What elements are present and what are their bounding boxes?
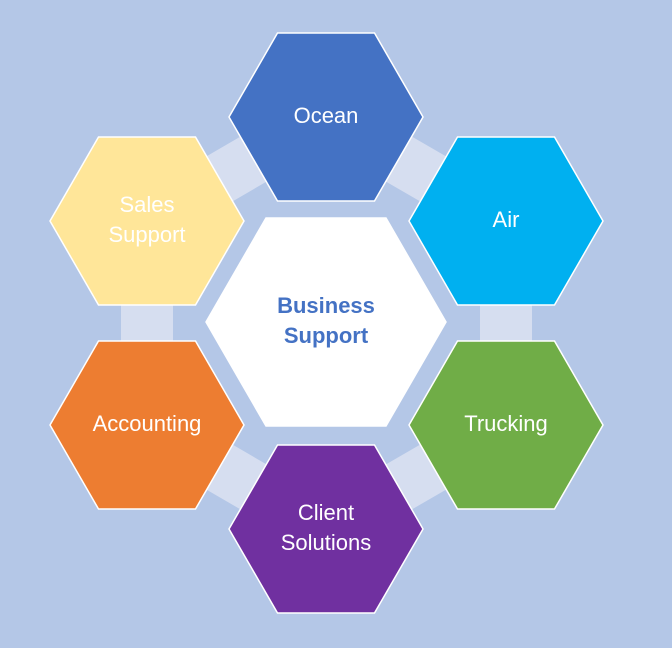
- trucking-label-line: Trucking: [464, 411, 548, 436]
- sales-support-label-line: Sales: [119, 192, 174, 217]
- air-hexagon-shape: [408, 136, 604, 306]
- trucking-hexagon-shape: [408, 340, 604, 510]
- accounting-hexagon: Accounting: [49, 340, 245, 510]
- ocean-hexagon: Ocean: [228, 32, 424, 202]
- accounting-hexagon-shape: [49, 340, 245, 510]
- accounting-label-line: Accounting: [93, 411, 202, 436]
- air-hexagon: Air: [408, 136, 604, 306]
- client-solutions-label-line: Solutions: [281, 530, 372, 555]
- air-label-line: Air: [493, 207, 520, 232]
- ocean-hexagon-shape: [228, 32, 424, 202]
- sales-support-hexagon-shape: [49, 136, 245, 306]
- business-support-hexagon-shape: [205, 217, 447, 427]
- client-solutions-label-line: Client: [298, 500, 354, 525]
- trucking-hexagon: Trucking: [408, 340, 604, 510]
- ocean-label-line: Ocean: [294, 103, 359, 128]
- sales-support-label-line: Support: [108, 222, 185, 247]
- business-support-label-line: Support: [284, 323, 369, 348]
- client-solutions-hexagon-shape: [228, 444, 424, 614]
- business-support-label-line: Business: [277, 293, 375, 318]
